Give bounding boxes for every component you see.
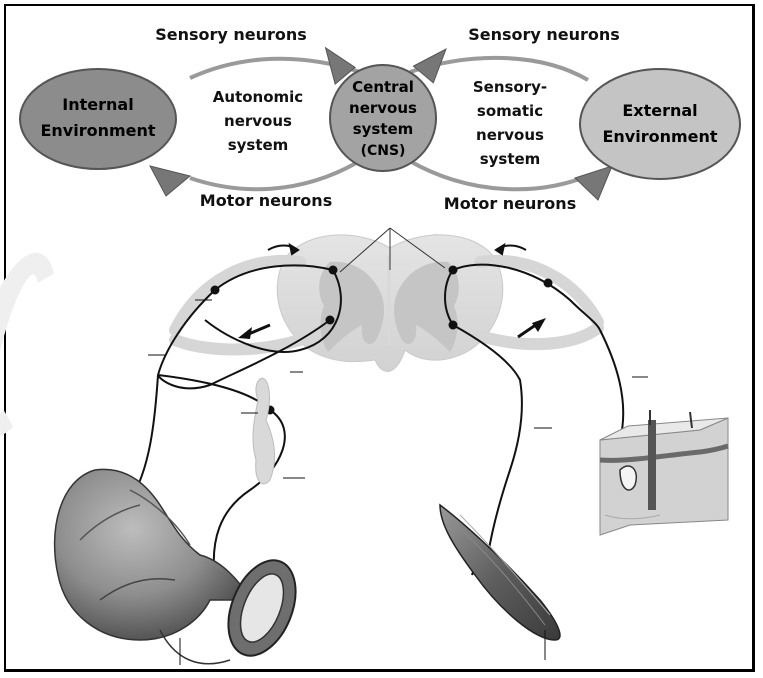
spinal-cord <box>277 228 503 371</box>
skin-illustration <box>600 410 728 535</box>
arrow-motor-left-icon <box>150 166 190 196</box>
somatic-label-2: somatic <box>477 102 543 120</box>
somatic-label-4: system <box>480 150 541 168</box>
motor-neurons-right-label: Motor neurons <box>444 194 576 213</box>
loop-left-bottom <box>190 162 358 189</box>
somatic-label-1: Sensory- <box>473 78 547 96</box>
muscle-illustration <box>440 505 560 660</box>
node-internal-environment: Internal Environment <box>20 69 176 169</box>
motor-neurons-left-label: Motor neurons <box>200 191 332 210</box>
node-cns: Central nervous system (CNS) <box>330 65 436 171</box>
autonomic-label-1: Autonomic <box>213 88 303 106</box>
ganglion <box>253 378 275 484</box>
cns-label-3: system <box>353 120 414 138</box>
arrow-motor-right-icon <box>575 166 612 200</box>
arrow-up-right-icon <box>532 318 546 332</box>
somatic-label-3: nervous <box>476 126 544 144</box>
internal-label-1: Internal <box>62 95 133 114</box>
cns-label-2: nervous <box>349 99 417 117</box>
node-external-environment: External Environment <box>580 69 740 179</box>
external-label-1: External <box>622 101 697 120</box>
cns-label-1: Central <box>352 78 414 96</box>
external-label-2: Environment <box>602 127 717 146</box>
sensory-neurons-left-label: Sensory neurons <box>155 25 307 44</box>
cns-label-4: (CNS) <box>361 143 406 159</box>
autonomic-label-2: nervous <box>224 112 292 130</box>
arrow-down-left-icon <box>238 327 252 339</box>
sensory-neurons-right-label: Sensory neurons <box>468 25 620 44</box>
autonomic-label-3: system <box>228 136 289 154</box>
arrow-left-icon <box>496 245 504 254</box>
intestine-illustration <box>55 469 309 665</box>
internal-label-2: Environment <box>40 121 155 140</box>
